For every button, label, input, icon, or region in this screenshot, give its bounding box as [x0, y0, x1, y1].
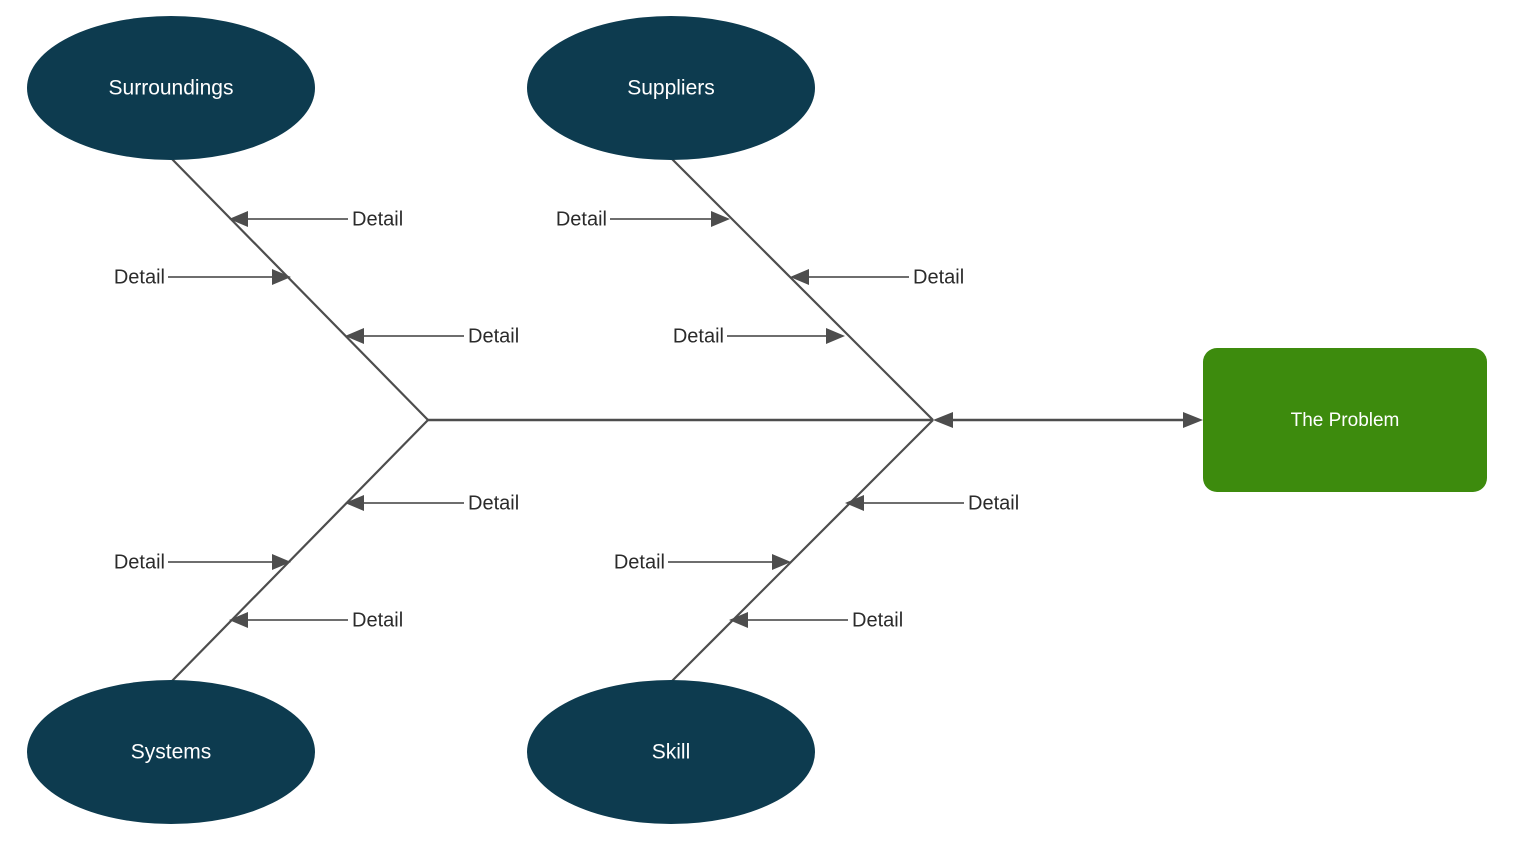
detail-surroundings-3-label: Detail [468, 325, 519, 347]
category-node-suppliers[interactable]: Suppliers [527, 16, 815, 160]
bone-suppliers [670, 157, 934, 421]
detail-skill-3-arrowhead [729, 612, 748, 628]
detail-systems-2[interactable]: Detail [114, 551, 291, 573]
detail-suppliers-2-label: Detail [913, 266, 964, 288]
category-node-surroundings[interactable]: Surroundings [27, 16, 315, 160]
detail-skill-1[interactable]: Detail [845, 492, 1019, 514]
detail-skill-1-label: Detail [968, 492, 1019, 514]
detail-suppliers-3-label: Detail [673, 325, 724, 347]
detail-skill-1-arrowhead [845, 495, 864, 511]
bone-surroundings [170, 157, 429, 421]
detail-skill-2-arrowhead [772, 554, 791, 570]
category-label-skill: Skill [652, 741, 691, 764]
detail-skill-2[interactable]: Detail [614, 551, 791, 573]
detail-suppliers-2-arrowhead [790, 269, 809, 285]
bone-skill [670, 419, 934, 683]
category-ellipse-surroundings [27, 16, 315, 160]
detail-systems-1[interactable]: Detail [345, 492, 519, 514]
detail-surroundings-2-arrowhead [272, 269, 291, 285]
detail-systems-3-arrowhead [229, 612, 248, 628]
detail-suppliers-1[interactable]: Detail [556, 208, 730, 230]
detail-systems-2-arrowhead [272, 554, 291, 570]
detail-surroundings-1[interactable]: Detail [229, 208, 403, 230]
detail-suppliers-3-arrowhead [826, 328, 845, 344]
detail-systems-1-arrowhead [345, 495, 364, 511]
detail-surroundings-2[interactable]: Detail [114, 266, 291, 288]
detail-suppliers-2[interactable]: Detail [790, 266, 964, 288]
problem-node[interactable]: The Problem [1203, 348, 1487, 492]
detail-suppliers-3[interactable]: Detail [673, 325, 845, 347]
detail-skill-2-label: Detail [614, 551, 665, 573]
detail-surroundings-1-label: Detail [352, 208, 403, 230]
detail-surroundings-3-arrowhead [345, 328, 364, 344]
category-ellipse-skill [527, 680, 815, 824]
detail-surroundings-2-label: Detail [114, 266, 165, 288]
category-ellipse-systems [27, 680, 315, 824]
detail-systems-1-label: Detail [468, 492, 519, 514]
detail-suppliers-1-arrowhead [711, 211, 730, 227]
detail-systems-2-label: Detail [114, 551, 165, 573]
category-ellipse-suppliers [527, 16, 815, 160]
bone-systems [170, 419, 429, 683]
detail-systems-3[interactable]: Detail [229, 609, 403, 631]
category-node-systems[interactable]: Systems [27, 680, 315, 824]
detail-skill-3[interactable]: Detail [729, 609, 903, 631]
category-node-skill[interactable]: Skill [527, 680, 815, 824]
problem-label: The Problem [1291, 410, 1400, 431]
detail-surroundings-3[interactable]: Detail [345, 325, 519, 347]
spine-to-problem-arrowhead [1183, 412, 1203, 428]
category-label-systems: Systems [131, 741, 212, 764]
detail-systems-3-label: Detail [352, 609, 403, 631]
detail-surroundings-1-arrowhead [229, 211, 248, 227]
detail-skill-3-label: Detail [852, 609, 903, 631]
detail-suppliers-1-label: Detail [556, 208, 607, 230]
category-label-suppliers: Suppliers [627, 77, 715, 100]
category-label-surroundings: Surroundings [109, 77, 234, 100]
problem-box [1203, 348, 1487, 492]
